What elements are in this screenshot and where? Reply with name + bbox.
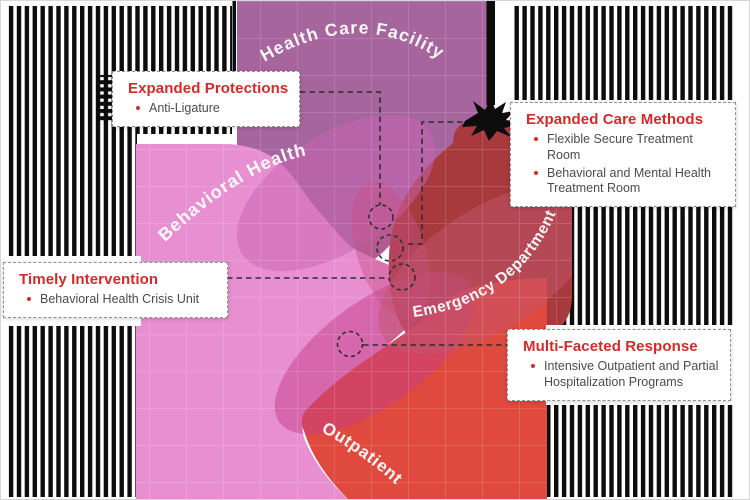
callout-expanded-care-methods: Expanded Care Methods Flexible Secure Tr… bbox=[510, 102, 736, 207]
bullet-dot-icon bbox=[27, 297, 31, 302]
bullet-dot-icon bbox=[534, 137, 538, 142]
stripe-block-left bbox=[7, 6, 232, 497]
connector-expanded-care-methods bbox=[404, 121, 510, 245]
callout-item: Flexible Secure Treatment Room bbox=[526, 132, 725, 163]
callout-title: Multi-Faceted Response bbox=[523, 338, 698, 355]
dashed-marker-circle-2 bbox=[376, 234, 404, 262]
black-bar-top bbox=[486, 1, 495, 105]
callout-timely-intervention: Timely Intervention Behavioral Health Cr… bbox=[3, 262, 228, 318]
black-line-left bbox=[232, 1, 236, 75]
callout-title: Expanded Protections bbox=[128, 80, 289, 97]
callout-item: Behavioral and Mental Health Treatment R… bbox=[526, 166, 725, 197]
callout-item-list: Flexible Secure Treatment Room Behaviora… bbox=[526, 132, 725, 197]
callout-item-text: Behavioral Health Crisis Unit bbox=[40, 292, 200, 307]
dashed-marker-circle-3 bbox=[388, 263, 416, 291]
callout-item-list: Behavioral Health Crisis Unit bbox=[19, 292, 217, 308]
stripe-block-horizontal bbox=[98, 75, 115, 122]
callout-item-text: Intensive Outpatient and Partial Hospita… bbox=[544, 359, 719, 389]
callout-item-list: Intensive Outpatient and Partial Hospita… bbox=[523, 359, 720, 390]
dashed-marker-circle-1 bbox=[368, 204, 394, 230]
callout-item-text: Behavioral and Mental Health Treatment R… bbox=[547, 165, 711, 196]
bullet-dot-icon bbox=[531, 364, 535, 369]
callout-title: Timely Intervention bbox=[19, 271, 159, 288]
callout-multi-faceted-response: Multi-Faceted Response Intensive Outpati… bbox=[507, 329, 731, 401]
callout-title: Expanded Care Methods bbox=[526, 111, 704, 128]
bullet-dot-icon bbox=[534, 170, 538, 175]
callout-expanded-protections: Expanded Protections Anti-Ligature bbox=[112, 71, 300, 127]
callout-item-list: Anti-Ligature bbox=[128, 101, 289, 117]
callout-item: Anti-Ligature bbox=[128, 101, 289, 117]
callout-item: Behavioral Health Crisis Unit bbox=[19, 292, 217, 308]
callout-item: Intensive Outpatient and Partial Hospita… bbox=[523, 359, 720, 390]
bullet-dot-icon bbox=[136, 106, 140, 111]
connector-expanded-protections bbox=[300, 91, 381, 205]
callout-item-text: Flexible Secure Treatment Room bbox=[547, 132, 693, 162]
ink-splat bbox=[462, 98, 517, 141]
callout-item-text: Anti-Ligature bbox=[149, 101, 220, 116]
dashed-marker-circle-4 bbox=[336, 330, 364, 358]
